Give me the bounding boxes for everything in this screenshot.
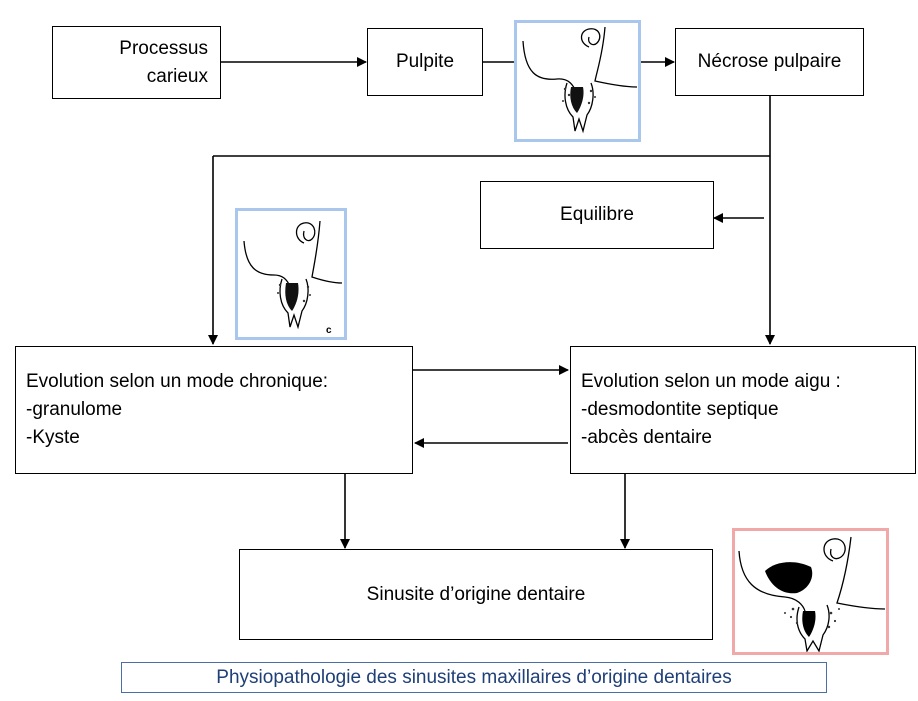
box-processus-carieux: Processus carieux: [52, 26, 221, 99]
aigu-item-desmodontite: -desmodontite septique: [581, 399, 779, 420]
aigu-item-abces: -abcès dentaire: [581, 427, 712, 448]
box-sinusite-dentaire: Sinusite d’origine dentaire: [239, 549, 713, 640]
caption-text: Physiopathologie des sinusites maxillair…: [216, 666, 732, 688]
diagram-caption: Physiopathologie des sinusites maxillair…: [121, 662, 827, 693]
tooth-illustration-pulpite: [514, 20, 641, 142]
necrose-label: Nécrose pulpaire: [697, 51, 842, 72]
box-pulpite: Pulpite: [367, 28, 483, 96]
box-equilibre: Equilibre: [480, 181, 714, 249]
pulpite-label: Pulpite: [395, 51, 455, 72]
tooth-illustration-chronique: c: [235, 208, 347, 340]
processus-line1: Processus: [119, 37, 208, 59]
equilibre-label: Equilibre: [560, 204, 634, 225]
aigu-title: Evolution selon un mode aigu :: [581, 371, 841, 392]
processus-line2: carieux: [146, 65, 208, 87]
chronique-item-kyste: -Kyste: [26, 427, 80, 448]
chronique-item-granulome: -granulome: [26, 399, 123, 420]
tooth-sinusite-drawing: [738, 536, 886, 652]
figure-letter-c: c: [326, 325, 332, 336]
tooth-chronique-drawing: c: [243, 220, 343, 336]
box-evolution-chronique: Evolution selon un mode chronique: -gran…: [15, 346, 413, 474]
box-evolution-aigu: Evolution selon un mode aigu : -desmodon…: [570, 346, 916, 474]
tooth-illustration-sinusite: [732, 528, 889, 655]
tooth-pulpite-drawing: [522, 26, 638, 134]
chronique-title: Evolution selon un mode chronique:: [26, 371, 329, 392]
box-necrose-pulpaire: Nécrose pulpaire: [675, 28, 864, 96]
sinusite-label: Sinusite d’origine dentaire: [366, 583, 586, 605]
